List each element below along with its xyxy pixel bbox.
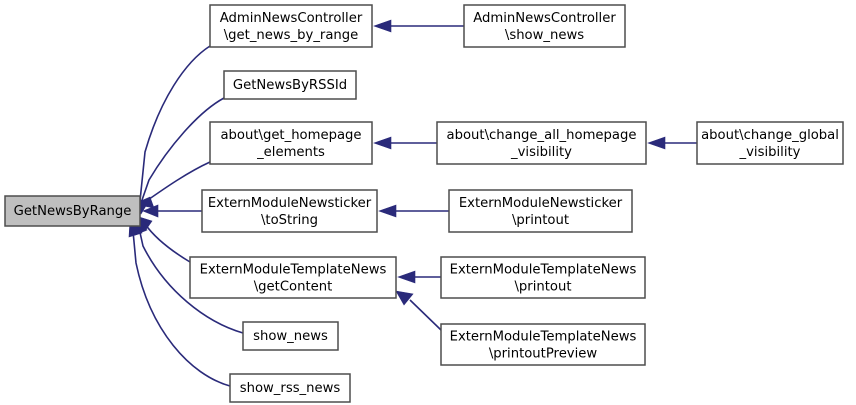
node-box[interactable] <box>201 189 378 233</box>
edge-admin_show_news-to-admin_get_news_by_range <box>373 19 464 33</box>
edge-arrowhead-icon <box>133 196 155 209</box>
node-label: GetNewsByRSSId <box>233 78 347 93</box>
node-box[interactable] <box>209 121 373 165</box>
node-templatenews_getcontent[interactable]: ExternModuleTemplateNews\getContent <box>189 256 397 299</box>
edge-templatenews_printoutpreview-to-templatenews_getcontent <box>395 290 442 331</box>
node-admin_get_news_by_range[interactable]: AdminNewsController\get_news_by_range <box>209 4 373 48</box>
edge-line <box>409 299 442 331</box>
node-label: AdminNewsController\show_news <box>473 11 616 43</box>
edge-arrowhead-icon <box>373 136 392 150</box>
edge-templatenews_printout-to-templatenews_getcontent <box>397 270 441 284</box>
edge-arrowhead-icon <box>647 136 666 150</box>
edge-line <box>138 227 244 334</box>
edge-about_change_all_homepage_visibility-to-about_get_homepage_elements <box>373 136 437 150</box>
node-label: AdminNewsController\get_news_by_range <box>220 11 363 43</box>
edge-newsticker_printout-to-newsticker_tostring <box>378 204 449 218</box>
node-admin_show_news[interactable]: AdminNewsController\show_news <box>463 4 626 48</box>
edge-arrowhead-icon <box>142 204 159 218</box>
node-label: ExternModuleTemplateNews\printoutPreview <box>450 330 637 362</box>
node-get_news_by_rssid[interactable]: GetNewsByRSSId <box>223 70 357 100</box>
node-box[interactable] <box>448 189 633 233</box>
edge-arrowhead-icon <box>397 270 416 284</box>
node-label: about\change_global_visibility <box>701 128 839 160</box>
edge-templatenews_getcontent-to-root <box>135 215 191 263</box>
node-label: about\change_all_homepage_visibility <box>447 128 637 160</box>
node-label: ExternModuleNewsticker\toString <box>208 196 372 228</box>
node-box[interactable] <box>696 121 844 165</box>
edge-about_change_global_visibility-to-about_change_all_homepage_visibility <box>647 136 697 150</box>
node-root[interactable]: GetNewsByRange <box>4 195 141 227</box>
edge-line <box>132 230 231 387</box>
node-box[interactable] <box>229 373 351 403</box>
node-about_change_all_homepage_visibility[interactable]: about\change_all_homepage_visibility <box>436 121 647 165</box>
node-box[interactable] <box>189 256 397 299</box>
edge-line <box>144 161 211 203</box>
edge-arrowhead-icon <box>373 19 392 33</box>
node-templatenews_printoutpreview[interactable]: ExternModuleTemplateNews\printoutPreview <box>440 323 646 366</box>
edge-line <box>140 97 225 204</box>
nodes-layer: GetNewsByRange AdminNewsController\get_ne… <box>4 4 844 403</box>
edge-line <box>144 223 191 263</box>
node-templatenews_printout[interactable]: ExternModuleTemplateNews\printout <box>440 256 646 299</box>
node-label: ExternModuleNewsticker\printout <box>459 196 623 228</box>
node-newsticker_printout[interactable]: ExternModuleNewsticker\printout <box>448 189 633 233</box>
node-label: GetNewsByRange <box>14 204 132 219</box>
node-newsticker_tostring[interactable]: ExternModuleNewsticker\toString <box>201 189 378 233</box>
node-box[interactable] <box>463 4 626 48</box>
node-box[interactable] <box>242 321 339 351</box>
edge-about_get_homepage_elements-to-root <box>133 161 211 209</box>
node-show_news[interactable]: show_news <box>242 321 339 351</box>
node-box[interactable] <box>440 323 646 366</box>
node-box[interactable] <box>440 256 646 299</box>
node-label: about\get_homepage_elements <box>220 128 361 160</box>
edge-newsticker_tostring-to-root <box>142 204 202 218</box>
edge-line <box>139 45 211 202</box>
node-box[interactable] <box>436 121 647 165</box>
node-label: ExternModuleTemplateNews\getContent <box>200 263 387 295</box>
node-about_change_global_visibility[interactable]: about\change_global_visibility <box>696 121 844 165</box>
node-show_rss_news[interactable]: show_rss_news <box>229 373 351 403</box>
node-label: show_rss_news <box>240 381 341 396</box>
node-label: show_news <box>253 329 328 344</box>
node-label: ExternModuleTemplateNews\printout <box>450 263 637 295</box>
edge-arrowhead-icon <box>378 204 397 218</box>
edge-arrowhead-icon <box>395 290 414 306</box>
edge-show_rss_news-to-root <box>128 219 231 387</box>
edge-admin_get_news_by_range-to-root <box>129 45 211 213</box>
node-box[interactable] <box>209 4 373 48</box>
node-box[interactable] <box>223 70 357 100</box>
node-about_get_homepage_elements[interactable]: about\get_homepage_elements <box>209 121 373 165</box>
node-box[interactable] <box>4 195 141 227</box>
